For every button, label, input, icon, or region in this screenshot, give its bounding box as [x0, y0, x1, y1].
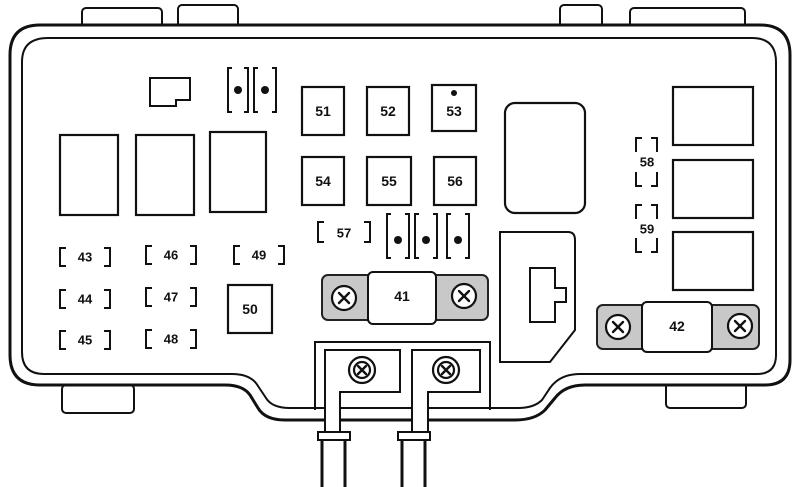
main-fuse-41: 41 [321, 271, 489, 325]
fuse-58-bracket [651, 172, 658, 187]
mini-relay-socket-pair [227, 67, 277, 113]
relay-slot [208, 130, 268, 214]
relay-50 [226, 283, 274, 335]
label-54: 54 [315, 173, 331, 189]
mini-relay-socket-triple [386, 213, 470, 259]
fuse-44: 44 [59, 289, 111, 309]
fuse-box-housing [8, 23, 792, 422]
cable-left-collar [317, 431, 351, 441]
label-41: 41 [394, 288, 410, 304]
fuse-58-bracket [651, 137, 658, 152]
relay-52 [365, 85, 411, 137]
fuse-43: 43 [59, 247, 111, 267]
label-57: 57 [337, 226, 351, 241]
fuse-59-bracket [651, 238, 658, 253]
label-52: 52 [380, 103, 396, 119]
connector-socket [529, 267, 567, 323]
fuse-58-bracket [635, 172, 642, 187]
fuse-58-bracket [635, 137, 642, 152]
label-46: 46 [164, 248, 178, 263]
main-relay [503, 101, 587, 215]
relay-slot [671, 158, 755, 220]
fuse-59-bracket [651, 204, 658, 219]
fuse-49: 49 [233, 245, 285, 265]
relay-51 [300, 85, 346, 137]
label-53: 53 [446, 103, 462, 119]
label-43: 43 [78, 250, 92, 265]
label-42: 42 [669, 318, 685, 334]
fuse-48: 48 [145, 329, 197, 349]
relay-54 [300, 155, 346, 207]
label-50: 50 [242, 301, 258, 317]
fuse-46: 46 [145, 245, 197, 265]
cable-right-collar [397, 431, 431, 441]
fuse-box-inner-border [21, 37, 777, 409]
small-connector [149, 77, 191, 107]
fuse-45: 45 [59, 330, 111, 350]
relay-slot [134, 133, 196, 217]
fuse-57-bracket [364, 221, 371, 243]
bottom-tab [61, 384, 135, 414]
label-49: 49 [252, 248, 266, 263]
label-51: 51 [315, 103, 331, 119]
fuse-47: 47 [145, 287, 197, 307]
fuse-59-bracket [635, 238, 642, 253]
main-fuse-42: 42 [596, 301, 760, 353]
label-56: 56 [447, 173, 463, 189]
terminal-block [314, 341, 491, 410]
relay-53-dot [451, 90, 457, 96]
relay-slot [58, 133, 120, 217]
label-44: 44 [78, 292, 93, 307]
label-47: 47 [164, 290, 178, 305]
fuse-59-bracket [635, 204, 642, 219]
label-58: 58 [640, 155, 654, 170]
relay-55 [365, 155, 413, 207]
label-48: 48 [164, 332, 178, 347]
fuse-57-bracket [317, 221, 324, 243]
label-45: 45 [78, 333, 92, 348]
label-59: 59 [640, 222, 654, 237]
relay-slot [671, 85, 755, 147]
relay-slot [671, 230, 755, 292]
relay-56 [432, 155, 478, 207]
label-55: 55 [381, 173, 397, 189]
